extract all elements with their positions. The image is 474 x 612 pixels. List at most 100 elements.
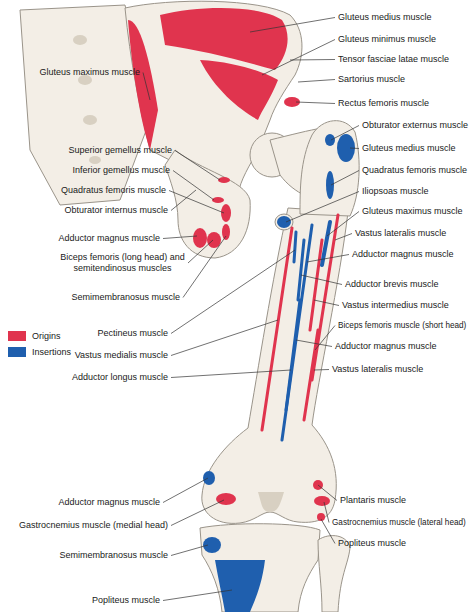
leader-line: [301, 275, 342, 285]
insertion-area: [215, 560, 265, 612]
sacral-foramen: [83, 115, 97, 125]
insertion-strip: [286, 300, 300, 410]
insertion-strip: [294, 232, 296, 262]
insertion-area: [325, 134, 335, 146]
ischium: [165, 150, 250, 258]
muscle-label: Adductor magnus muscle: [58, 233, 160, 244]
leader-line: [173, 171, 214, 201]
muscle-label: Vastus lateralis muscle: [355, 228, 446, 239]
leader-line: [314, 300, 339, 306]
tibia: [200, 524, 320, 612]
leader-line: [171, 250, 295, 334]
bone-details: [73, 35, 284, 512]
muscle-label: Gluteus minimus muscle: [338, 34, 436, 45]
leader-line: [171, 190, 196, 211]
muscle-label: Obturator externus muscle: [362, 120, 468, 131]
leader-line: [171, 320, 278, 356]
leader-line: [163, 590, 232, 601]
leader-line: [290, 59, 335, 61]
insertion-strip: [282, 225, 312, 440]
muscle-label: Pectineus muscle: [97, 328, 168, 339]
leader-line: [183, 236, 226, 298]
muscle-label: Gastrocnemius muscle (medial head): [19, 520, 168, 531]
leader-line: [318, 485, 337, 501]
greater-trochanter: [300, 121, 359, 216]
lesser-trochanter: [275, 214, 293, 230]
leader-line: [143, 73, 150, 101]
muscle-label: Vastus intermedius muscle: [342, 300, 449, 311]
leader-line: [171, 370, 291, 378]
leader-line: [163, 478, 208, 503]
muscle-label: Popliteus muscle: [338, 538, 406, 549]
sacral-foramen: [73, 35, 87, 45]
leader-line: [169, 191, 224, 214]
leader-line: [350, 148, 359, 150]
legend-swatch: [8, 347, 26, 357]
origin-area: [216, 493, 236, 505]
muscle-label: Iliopsoas muscle: [362, 186, 429, 197]
leader-line: [314, 369, 329, 371]
muscle-label: Sartorius muscle: [338, 74, 405, 85]
intercondylar-fossa: [258, 492, 284, 512]
origin-area: [200, 60, 278, 120]
origin-area: [317, 513, 325, 521]
muscle-label: Superior gemellus muscle: [68, 145, 172, 156]
origin-area: [222, 224, 230, 240]
sacral-foramen: [89, 156, 101, 164]
leader-line: [331, 126, 359, 141]
legend-text: Origins: [32, 331, 61, 341]
leader-line: [298, 80, 335, 83]
muscle-label: Biceps femoris muscle (short head): [338, 320, 466, 331]
insertion-area: [326, 171, 334, 199]
muscle-label: Adductor magnus muscle: [352, 249, 454, 260]
muscle-label: Semimembranosus muscle: [71, 292, 180, 303]
origin-area: [193, 228, 207, 248]
leader-line: [296, 340, 332, 347]
muscle-label: Obturator internus muscle: [64, 205, 168, 216]
origin-strip: [312, 215, 338, 380]
muscle-label: Rectus femoris muscle: [338, 98, 429, 109]
leader-line: [307, 255, 349, 263]
legend-row: Insertions: [8, 346, 71, 358]
leader-line: [171, 545, 208, 556]
muscle-label: Tensor fasciae latae muscle: [338, 54, 449, 65]
insertion-area: [277, 216, 291, 228]
linea-aspera-strips: [262, 215, 338, 440]
leader-line: [262, 40, 335, 76]
leader-line: [171, 500, 224, 526]
origin-strip: [310, 240, 322, 330]
origin-area: [160, 8, 288, 70]
muscle-label: Quadratus femoris muscle: [362, 165, 467, 176]
insertion-area: [203, 537, 221, 553]
muscle-label: Biceps femoris (long head) and semitendi…: [60, 252, 185, 274]
legend-swatch: [8, 331, 26, 341]
muscle-label: Gluteus medius muscle: [338, 12, 432, 23]
muscle-label: Gluteus maximus muscle: [39, 67, 140, 78]
leader-line: [335, 234, 352, 241]
leader-line: [286, 192, 359, 223]
leader-line: [175, 151, 220, 181]
muscle-label: Gluteus medius muscle: [362, 143, 456, 154]
muscle-label: Popliteus muscle: [92, 595, 160, 606]
muscle-label: Adductor magnus muscle: [58, 497, 160, 508]
muscle-label: Plantaris muscle: [340, 495, 406, 506]
leader-line: [163, 236, 197, 239]
muscle-label: Quadratus femoris muscle: [61, 185, 166, 196]
leader-line: [324, 502, 329, 523]
leader-line: [327, 212, 359, 237]
muscle-label: Adductor magnus muscle: [335, 341, 437, 352]
insertion-area: [203, 471, 215, 485]
leader-line: [331, 171, 359, 186]
muscle-label: Vastus lateralis muscle: [332, 364, 423, 375]
muscle-label: Gluteus maximus muscle: [362, 206, 463, 217]
legend-text: Insertions: [32, 347, 71, 357]
muscle-label: Adductor brevis muscle: [345, 279, 439, 290]
origin-area: [221, 204, 231, 222]
origin-area: [314, 496, 330, 506]
muscle-label: Semimembranosus muscle: [59, 550, 168, 561]
muscle-label: Adductor longus muscle: [72, 372, 168, 383]
legend-row: Origins: [8, 330, 61, 342]
leader-line: [296, 102, 335, 104]
muscle-label: Inferior gemellus muscle: [72, 165, 170, 176]
